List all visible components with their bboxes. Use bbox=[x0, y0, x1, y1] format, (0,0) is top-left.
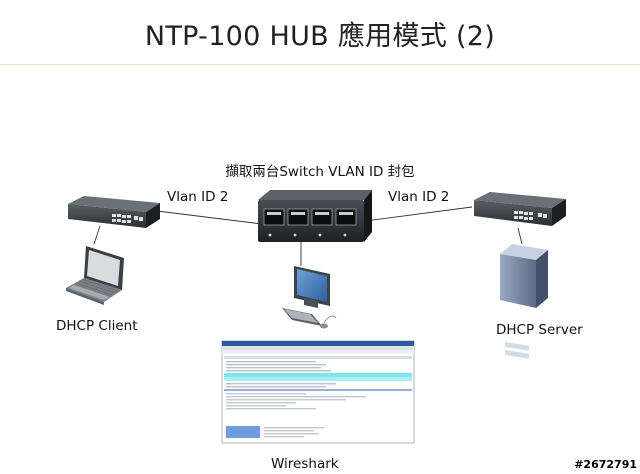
laptop-icon bbox=[66, 246, 124, 305]
dhcp-server-label: DHCP Server bbox=[496, 322, 583, 338]
slide-title: NTP-100 HUB 應用模式 (2) bbox=[144, 21, 496, 52]
connection-lines bbox=[93, 206, 523, 266]
diagram-caption: 擷取兩台Switch VLAN ID 封包 bbox=[225, 164, 415, 180]
link-hub-right-switch bbox=[364, 206, 473, 222]
dhcp-client-label: DHCP Client bbox=[56, 318, 138, 334]
wireshark-label: Wireshark bbox=[271, 456, 339, 472]
vlan-label-right: Vlan ID 2 bbox=[388, 189, 450, 205]
hub-icon bbox=[258, 190, 372, 242]
link-right-switch-server bbox=[517, 227, 523, 245]
wireshark-screenshot bbox=[221, 340, 415, 444]
left-switch-icon bbox=[68, 196, 160, 228]
right-switch-icon bbox=[474, 192, 566, 226]
link-left-switch-hub bbox=[156, 210, 263, 225]
desktop-computer-icon bbox=[282, 266, 337, 329]
image-watermark: #2672791 bbox=[574, 458, 637, 471]
title-divider bbox=[0, 64, 640, 65]
server-tower-icon bbox=[500, 244, 548, 359]
vlan-label-left: Vlan ID 2 bbox=[167, 189, 229, 205]
link-left-switch-client bbox=[93, 225, 101, 245]
